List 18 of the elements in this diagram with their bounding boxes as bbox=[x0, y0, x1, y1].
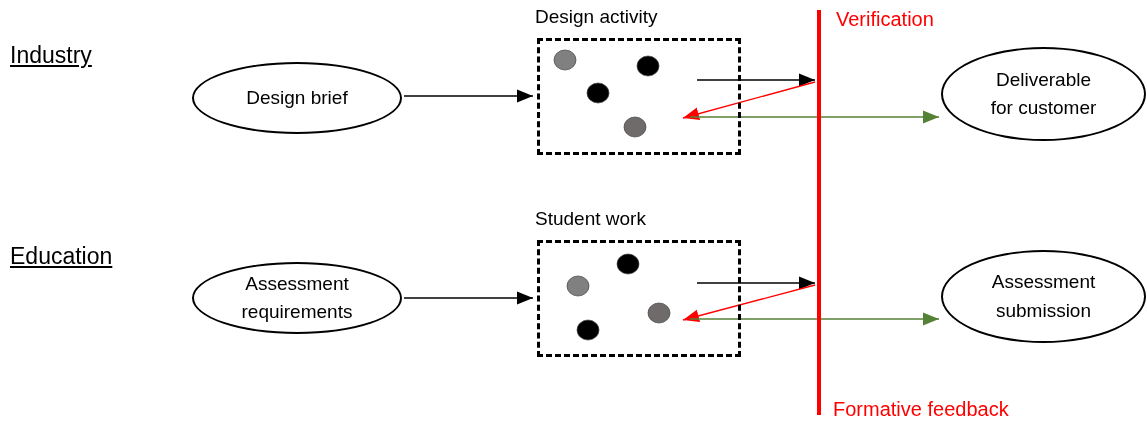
arrow bbox=[696, 276, 816, 290]
ellipse-node: Design brief bbox=[192, 62, 402, 134]
arrow bbox=[696, 73, 816, 87]
line-caption: Verification bbox=[836, 8, 934, 31]
arrow bbox=[689, 110, 940, 124]
ellipse-node: Deliverable for customer bbox=[941, 47, 1146, 141]
ellipse-node: Assessment submission bbox=[941, 250, 1146, 343]
row-label: Industry bbox=[10, 42, 92, 69]
arrow bbox=[403, 291, 534, 305]
arrow bbox=[682, 284, 816, 323]
arrow bbox=[403, 89, 534, 103]
box-heading: Student work bbox=[535, 208, 646, 230]
box-heading: Design activity bbox=[535, 6, 658, 28]
line-caption: Formative feedback bbox=[833, 398, 1009, 421]
arrow bbox=[682, 81, 816, 120]
row-label: Education bbox=[10, 243, 113, 270]
ellipse-node: Assessment requirements bbox=[192, 262, 402, 334]
arrow bbox=[689, 312, 940, 326]
